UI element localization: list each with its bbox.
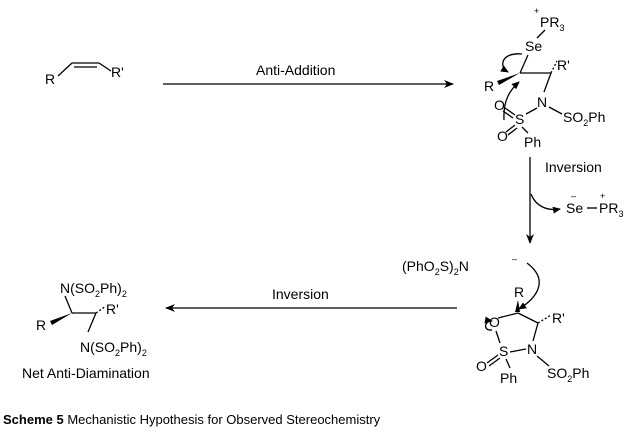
n-attack-curved-arrow [518, 262, 540, 310]
s-o-double-bottom-2 [507, 127, 518, 136]
int1-o-bottom: O [497, 128, 508, 144]
product-r-wedge [50, 313, 72, 325]
nucleophile-minus-charge: – [512, 254, 517, 264]
int1-s-atom: S [515, 111, 524, 127]
ring-s-n-bond [509, 348, 527, 353]
int2-s-atom: S [499, 343, 508, 359]
p-plus-charge: + [600, 191, 605, 201]
caption-text: Mechanistic Hypothesis for Observed Ster… [67, 412, 381, 427]
int1-n-atom: N [537, 94, 547, 110]
caption-label: Scheme 5 [3, 412, 64, 427]
net-anti-diamination-label: Net Anti-Diamination [22, 365, 150, 381]
inversion-vertical-arrow: Inversion – Se + PR3 [526, 157, 623, 244]
byproduct-pr3: PR3 [599, 200, 623, 219]
int2-s-o-double-2 [488, 357, 501, 367]
int2-s-ph-bond [505, 358, 511, 369]
alkene-rprime-label: R' [111, 64, 124, 80]
se-minus-charge: – [571, 191, 576, 201]
byproduct-se: Se [566, 200, 583, 216]
se-atom: Se [525, 38, 542, 54]
int1-so2ph-label: SO2Ph [563, 109, 605, 128]
se-pr3-release-arrow [530, 193, 561, 214]
inversion-bottom-label: Inversion [272, 286, 329, 302]
product-n-bottom: N(SO2Ph)2 [80, 339, 147, 358]
s-o-double-top [504, 107, 516, 116]
ring-c-n-bond [532, 322, 539, 342]
product-n-c-bond-top [64, 295, 73, 314]
int2-n-atom: N [527, 341, 537, 357]
selenonium-intermediate: + PR3 Se R R' N SO2Ph S O O Ph [484, 6, 605, 150]
cyclic-intermediate: (PhO2S)2N – R R' + O S N SO2Ph O Ph [402, 254, 589, 386]
inversion-right-label: Inversion [545, 159, 602, 175]
int2-s-o-double [486, 354, 499, 364]
int2-n-so2ph-bond [536, 355, 550, 367]
int1-ph-label: Ph [524, 134, 541, 150]
anti-addition-label: Anti-Addition [256, 62, 335, 78]
product-rprime-hash [95, 305, 107, 314]
int2-o-ring: O [489, 314, 500, 330]
product-c-n-bond-bottom [87, 312, 97, 333]
r-wedge-bond [497, 73, 520, 85]
int2-rprime-label: R' [552, 310, 565, 326]
n-s-bond [525, 107, 538, 115]
se-c-bond [519, 54, 529, 74]
int2-o-exo: O [476, 358, 487, 374]
se-leaving-curved-arrow [500, 53, 523, 73]
int2-ph-label: Ph [500, 370, 517, 386]
s-o-double-top-2 [502, 110, 514, 119]
ring-c-c-bond [517, 312, 539, 324]
s-ph-bond [521, 126, 529, 134]
int1-rprime-label: R' [557, 57, 570, 73]
alkene-r-label: R [45, 71, 55, 87]
s-o-double-bottom [505, 124, 516, 133]
product-r-label: R [36, 317, 46, 333]
se-p-bond [536, 29, 546, 39]
inversion-bottom-arrow: Inversion [165, 286, 457, 312]
int2-rprime-hash [537, 314, 552, 324]
nucleophile-label: (PhO2S)2N [402, 258, 469, 277]
pr3-label: PR3 [540, 14, 564, 33]
alkene-bond-right [98, 62, 112, 72]
int1-r-label: R [484, 78, 494, 94]
ring-o-s-bond [495, 330, 501, 344]
product-rprime-label: R' [106, 301, 119, 317]
c-n-bond [543, 72, 552, 93]
int1-o-top: O [494, 97, 505, 113]
scheme-caption: Scheme 5 Mechanistic Hypothesis for Obse… [3, 412, 380, 427]
o-attack-curved-arrow [503, 81, 520, 121]
int2-r-wedge [515, 300, 520, 312]
se-plus-charge: + [534, 6, 539, 16]
anti-addition-arrow: Anti-Addition [163, 62, 454, 88]
int2-r-label: R [514, 284, 524, 300]
diamination-product: N(SO2Ph)2 R R' N(SO2Ph)2 Net Anti-Diamin… [22, 280, 150, 381]
n-so2ph-bond [548, 106, 563, 115]
alkene-bond-left [57, 62, 73, 77]
int2-so2ph-label: SO2Ph [547, 365, 589, 384]
ring-opening-curved-arrow [484, 316, 493, 331]
ring-c-o-bond [497, 312, 519, 319]
alkene-starting-material: R R' [45, 62, 124, 87]
product-n-top: N(SO2Ph)2 [60, 280, 127, 299]
